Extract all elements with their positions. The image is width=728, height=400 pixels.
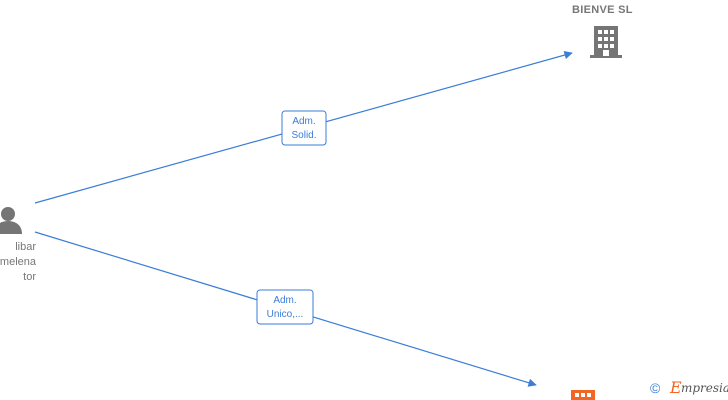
company-name-label[interactable]: BIENVE SL [572, 4, 633, 16]
person-name-line: libar [15, 241, 36, 253]
edge-label-line: Unico,... [267, 309, 304, 320]
edge-label-adm-solid[interactable]: Adm. Solid. [281, 110, 327, 146]
edge-label-line: Solid. [291, 130, 316, 141]
person-name-label[interactable]: libar melena tor [0, 240, 36, 285]
edge-label-line: Adm. [292, 116, 315, 127]
person-name-line: melena [0, 256, 36, 268]
brand-logo-initial: E [670, 379, 682, 397]
copyright-icon: © [650, 380, 661, 396]
building-icon[interactable] [571, 390, 595, 400]
brand-logo-text: mpresia [681, 381, 728, 395]
empresia-watermark: © E mpresia [650, 379, 728, 399]
edge-label-line: Adm. [273, 295, 296, 306]
person-name-line: tor [23, 271, 36, 283]
edge-label-adm-unico[interactable]: Adm. Unico,... [256, 289, 314, 325]
person-icon[interactable] [0, 207, 22, 234]
building-icon[interactable] [590, 26, 622, 58]
